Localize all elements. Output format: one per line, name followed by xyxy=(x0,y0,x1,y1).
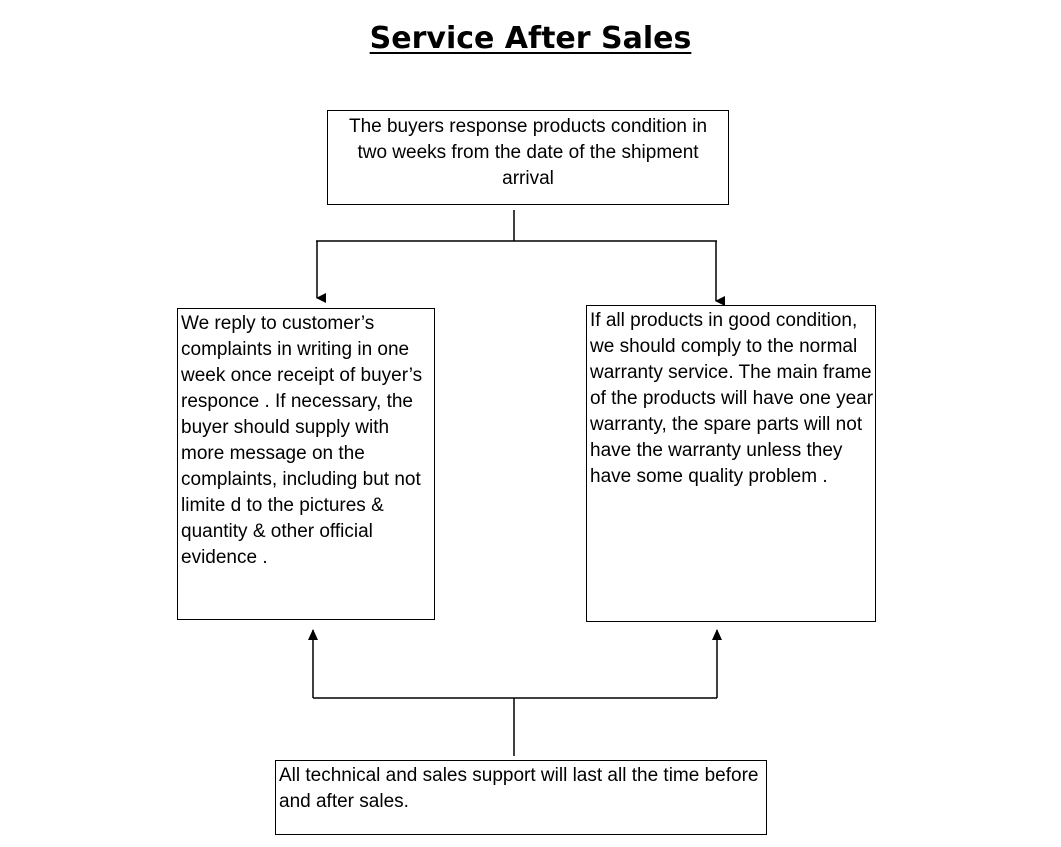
node-left: We reply to customer’s complaints in wri… xyxy=(177,308,435,620)
arrowhead-bottom-left xyxy=(308,629,318,640)
node-bottom: All technical and sales support will las… xyxy=(275,760,767,835)
node-left-text: We reply to customer’s complaints in wri… xyxy=(181,313,423,568)
arrowhead-bottom-right xyxy=(712,629,722,640)
node-top: The buyers response products condition i… xyxy=(327,110,729,205)
node-top-text: The buyers response products condition i… xyxy=(348,116,708,189)
node-right-text: If all products in good condition, we sh… xyxy=(590,310,874,487)
page-title: Service After Sales xyxy=(0,20,1061,58)
node-bottom-text: All technical and sales support will las… xyxy=(279,765,759,812)
node-right: If all products in good condition, we sh… xyxy=(586,305,876,622)
title-text: Service After Sales xyxy=(369,21,692,56)
